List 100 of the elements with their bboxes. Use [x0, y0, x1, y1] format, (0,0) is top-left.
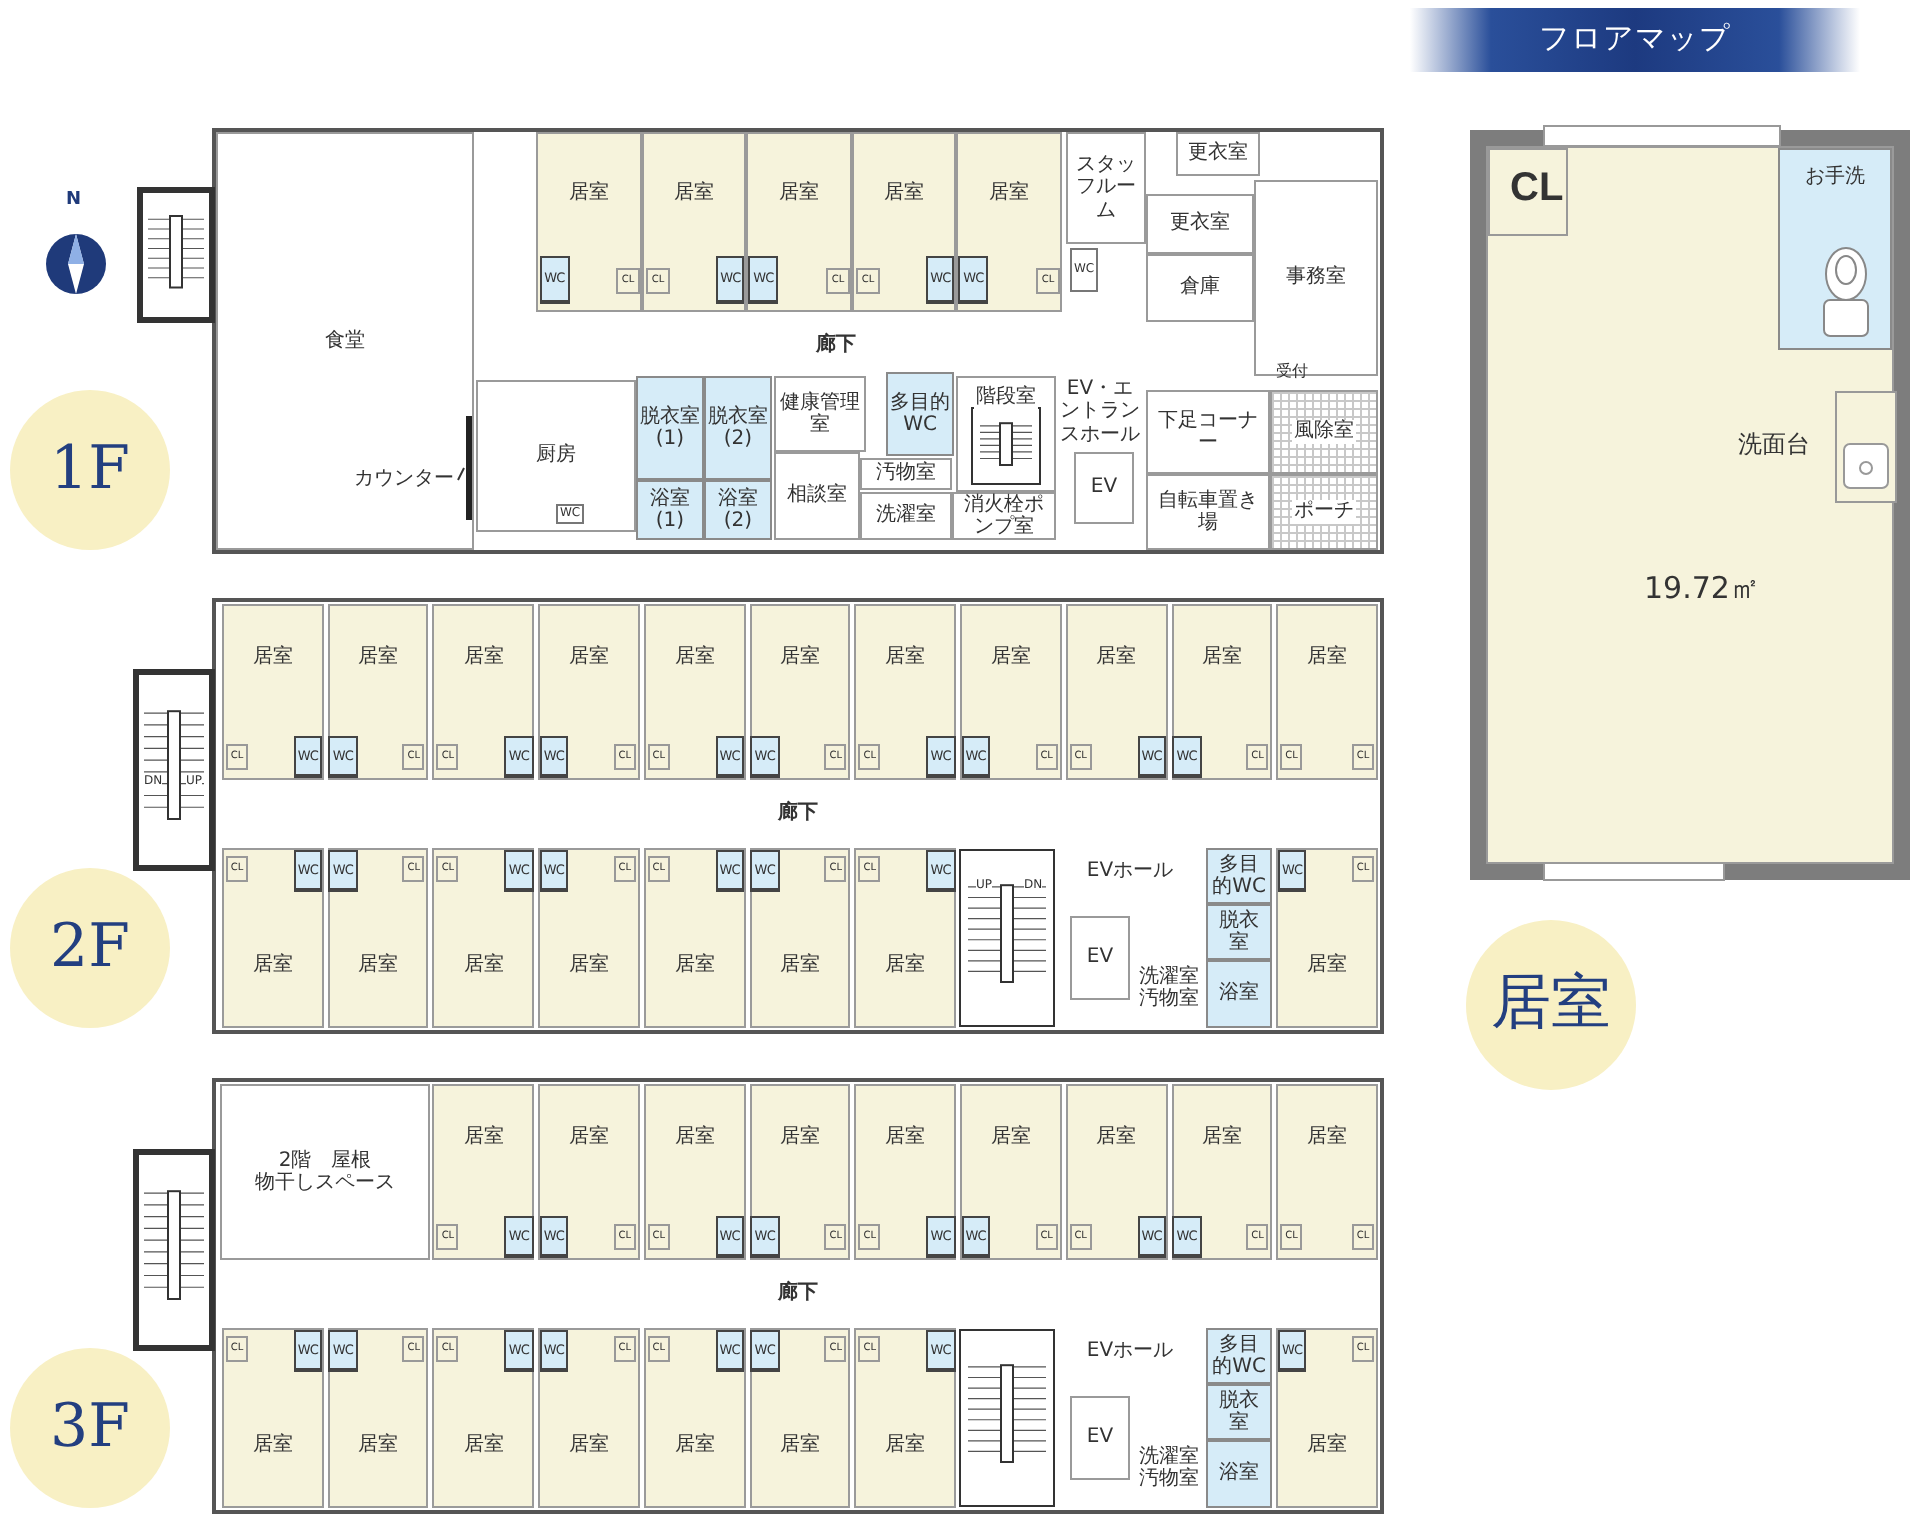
room-name: 消火栓ポンプ室: [962, 493, 1046, 539]
room: [538, 1328, 640, 1508]
room: [854, 1084, 957, 1260]
room: [1276, 1328, 1378, 1508]
closet: [647, 856, 670, 882]
room: [854, 1328, 957, 1508]
room: [641, 132, 747, 312]
closet: [1352, 1224, 1375, 1250]
room-name: 浴室(2): [716, 487, 760, 533]
room: [960, 1084, 1062, 1260]
room-name: 浴室: [1219, 982, 1259, 1006]
toilet-room: [1277, 850, 1307, 892]
room: [536, 132, 642, 312]
room-name: スタッフルーム: [1074, 153, 1138, 223]
wet-room: [1206, 960, 1272, 1028]
room-name: 居室: [569, 954, 610, 977]
room-name: お手洗: [1805, 166, 1865, 189]
wet-room: [636, 376, 704, 480]
toilet-room: [293, 1330, 323, 1372]
room-name: 居室: [1307, 954, 1348, 977]
room-name: 居室: [463, 1126, 504, 1149]
room-name: ポーチ: [1292, 500, 1356, 524]
room-name: 多目的WC: [1210, 1333, 1268, 1379]
closet: [226, 1336, 248, 1362]
room-name: EV: [1086, 946, 1114, 970]
title-banner: [1410, 8, 1860, 72]
room: [1070, 916, 1130, 1000]
closet: [858, 1336, 881, 1362]
toilet-room: [926, 736, 956, 778]
room-name: 脱衣室(2): [708, 405, 768, 451]
closet: [824, 744, 847, 770]
closet: [858, 856, 881, 882]
toilet-room: [715, 736, 745, 778]
room: [1074, 452, 1134, 524]
room-name: 居室: [989, 182, 1030, 205]
room-name: 浴室: [1219, 1462, 1259, 1486]
entrance-room: [1270, 474, 1378, 550]
room: [327, 848, 429, 1028]
room-name: 居室: [463, 954, 504, 977]
room: [860, 492, 952, 540]
closet: [1488, 148, 1568, 236]
closet: [436, 744, 459, 770]
room: [432, 1084, 535, 1260]
closet: [824, 1336, 847, 1362]
room-name: 居室: [779, 646, 820, 669]
room-name: 居室: [1307, 646, 1348, 669]
room-name: 居室: [885, 1434, 926, 1457]
room-name: 多目的WC: [890, 391, 950, 437]
toilet-room: [961, 1216, 991, 1258]
closet: [647, 744, 670, 770]
room-name: 居室: [1307, 1126, 1348, 1149]
room: [749, 848, 851, 1028]
closet: [613, 744, 636, 770]
closet: [1035, 1224, 1058, 1250]
corridor-label: 廊下: [778, 802, 818, 826]
badge-label: 2F: [50, 913, 130, 983]
closet: [616, 268, 640, 294]
closet: [825, 268, 850, 294]
toilet-room: [748, 256, 778, 304]
room-name: 居室: [569, 1434, 610, 1457]
room-name: 居室: [1201, 646, 1242, 669]
toilet-room: [328, 850, 358, 892]
closet: [436, 1336, 459, 1362]
toilet-room: [1277, 1330, 1307, 1372]
room-name: 居室: [674, 1126, 715, 1149]
toilet-room: [1137, 736, 1167, 778]
room: [1070, 1396, 1130, 1480]
closet: [613, 1224, 636, 1250]
toilet-room: [293, 736, 323, 778]
toilet-room: [539, 850, 569, 892]
room-name: 脱衣室(1): [640, 405, 700, 451]
room: [860, 458, 952, 490]
room: [749, 604, 851, 780]
closet: [645, 268, 670, 294]
room: [1066, 132, 1146, 244]
closet: [1246, 1224, 1269, 1250]
toilet-room: [958, 256, 988, 304]
room: [538, 848, 640, 1028]
toilet-room: [504, 850, 534, 892]
room-name: 脱衣室: [1217, 1389, 1261, 1435]
wet-room: [636, 480, 704, 540]
title-text: フロアマップ: [1539, 22, 1731, 58]
room-name: 居室: [779, 954, 820, 977]
room: [432, 848, 535, 1028]
closet: [402, 744, 425, 770]
toilet-room: [1172, 736, 1202, 778]
room-name: 居室: [885, 646, 926, 669]
stair-room: [956, 376, 1056, 492]
closet: [858, 1224, 881, 1250]
toilet-room: [328, 1330, 358, 1372]
room: [432, 1328, 535, 1508]
room: [1065, 604, 1168, 780]
closet: [1035, 744, 1058, 770]
room-name: 居室: [358, 646, 399, 669]
room-name: 居室: [990, 1126, 1031, 1149]
room: [854, 604, 957, 780]
room-name: 居室: [779, 1434, 820, 1457]
room-name: 居室: [463, 1434, 504, 1457]
room-name: 居室: [1201, 1126, 1242, 1149]
room-name: 居室: [1096, 646, 1137, 669]
